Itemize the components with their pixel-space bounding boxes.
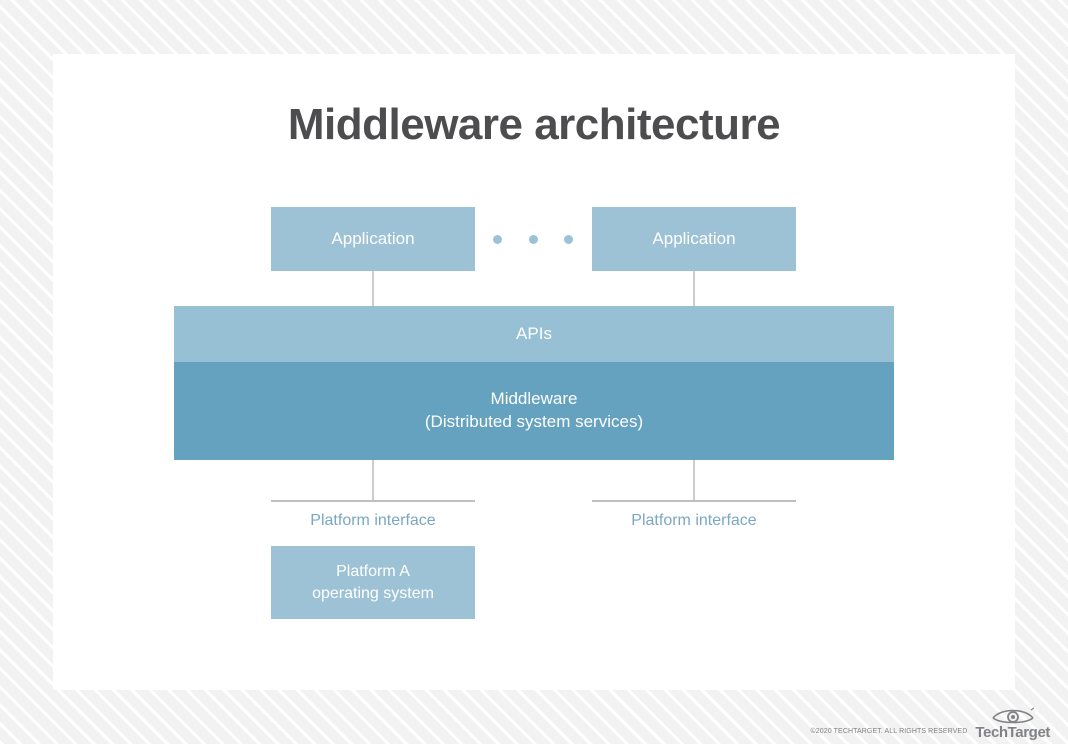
connector-application-right-to-apis (693, 271, 695, 306)
apis-bar-label: APIs (516, 324, 552, 343)
connector-middleware-to-platform-interface-left (372, 460, 374, 501)
platform-interface-rule-left (271, 500, 475, 502)
techtarget-logo: TechTarget (975, 707, 1050, 740)
copyright-text: ©2020 TECHTARGET. ALL RIGHTS RESERVED (810, 728, 968, 735)
ellipsis-dot (493, 234, 502, 244)
connector-middleware-to-platform-interface-right (693, 460, 695, 501)
platform-a-operating-system-box: Platform A operating system (271, 546, 475, 619)
slide-card: Middleware architecture Application Appl… (53, 54, 1015, 690)
platform-a-operating-system-label-line1: Platform A (336, 562, 410, 580)
application-box-right: Application (592, 207, 796, 271)
apis-bar: APIs (174, 306, 894, 362)
page-title: Middleware architecture (287, 100, 781, 149)
eye-icon (992, 707, 1035, 724)
ellipsis-dot (564, 234, 573, 244)
middleware-bar-label-line1: Middleware (490, 389, 578, 409)
application-box-left: Application (271, 207, 475, 271)
connector-application-left-to-apis (372, 271, 374, 306)
platform-interface-rule-right (592, 500, 796, 502)
application-box-right-label: Application (652, 229, 736, 248)
middleware-architecture-diagram: Application Application APIs Middleware … (53, 54, 1015, 690)
ellipsis-dot (528, 234, 538, 244)
footer: ©2020 TECHTARGET. ALL RIGHTS RESERVED Te… (811, 707, 1050, 740)
application-box-left-label: Application (331, 229, 415, 248)
platform-a-operating-system-label-line2: operating system (312, 584, 434, 602)
middleware-bar: Middleware (Distributed system services) (174, 362, 894, 460)
platform-interface-label-left: Platform interface (310, 512, 436, 529)
platform-interface-label-right: Platform interface (631, 512, 757, 529)
techtarget-wordmark: TechTarget (975, 724, 1050, 741)
ellipsis-dots (493, 232, 573, 246)
middleware-bar-label-line2: (Distributed system services) (424, 412, 644, 431)
